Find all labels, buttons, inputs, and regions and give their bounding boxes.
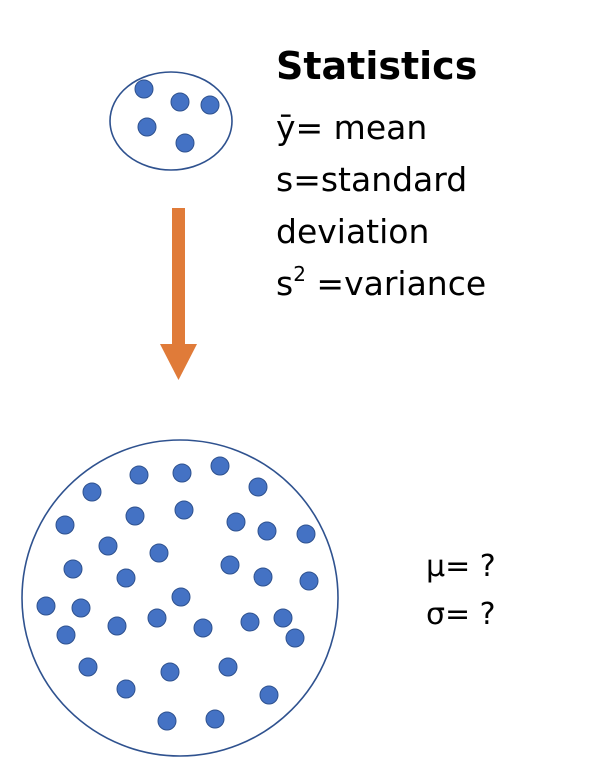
population-circle: [21, 439, 339, 757]
dot: [134, 79, 154, 99]
dot: [98, 536, 118, 556]
mean-label: ȳ= mean: [276, 108, 428, 147]
dot: [172, 463, 192, 483]
variance-text: =variance: [305, 264, 487, 303]
population-sigma-label: σ= ?: [426, 597, 496, 632]
dot: [116, 679, 136, 699]
dot: [171, 587, 191, 607]
dot: [137, 117, 157, 137]
dot: [259, 685, 279, 705]
std-label-line2: deviation: [276, 212, 430, 251]
dot: [160, 662, 180, 682]
arrow-head: [160, 344, 197, 380]
dot: [273, 608, 293, 628]
dot: [170, 92, 190, 112]
dot: [299, 571, 319, 591]
dot: [253, 567, 273, 587]
population-mean-label: μ= ?: [426, 549, 496, 584]
dot: [36, 596, 56, 616]
dot: [174, 500, 194, 520]
dot: [257, 521, 277, 541]
dot: [285, 628, 305, 648]
dot: [63, 559, 83, 579]
dot: [240, 612, 260, 632]
dot: [157, 711, 177, 731]
dot: [226, 512, 246, 532]
statistics-title: Statistics: [276, 44, 478, 88]
sample-circle: [109, 71, 233, 171]
variance-exponent: 2: [293, 262, 306, 286]
dot: [107, 616, 127, 636]
dot: [248, 477, 268, 497]
dot: [147, 608, 167, 628]
dot: [218, 657, 238, 677]
dot: [116, 568, 136, 588]
dot: [149, 543, 169, 563]
arrow-shaft: [172, 208, 185, 346]
variance-symbol: s: [276, 264, 294, 303]
dot: [55, 515, 75, 535]
sample-dots: [134, 79, 220, 153]
dot: [193, 618, 213, 638]
dot: [175, 133, 195, 153]
dot: [71, 598, 91, 618]
dot: [56, 625, 76, 645]
dot: [129, 465, 149, 485]
dot: [78, 657, 98, 677]
dot: [220, 555, 240, 575]
dot: [200, 95, 220, 115]
dot: [296, 524, 316, 544]
dot: [125, 506, 145, 526]
down-arrow-icon: [160, 208, 197, 380]
std-label-line1: s=standard: [276, 160, 468, 199]
dot: [82, 482, 102, 502]
dot: [210, 456, 230, 476]
variance-label: s2 =variance: [276, 264, 486, 303]
population-dots: [36, 456, 319, 731]
dot: [205, 709, 225, 729]
